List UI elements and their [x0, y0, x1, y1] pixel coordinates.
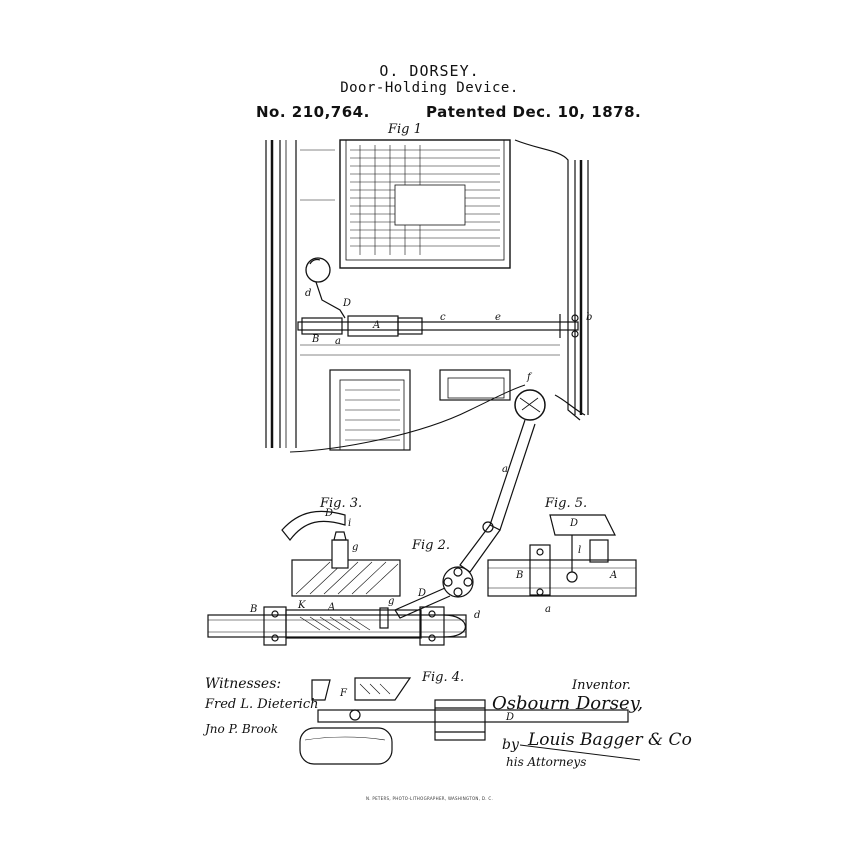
part-label-d2: d: [474, 610, 481, 621]
part-label-a: a: [335, 336, 341, 347]
part-label-A: A: [373, 320, 381, 331]
patent-date: Patented Dec. 10, 1878.: [426, 103, 642, 121]
fig1-label: Fig 1: [388, 122, 422, 137]
witness-2-signature: Jno P. Brook: [205, 722, 279, 736]
part-label-D: D: [343, 298, 352, 309]
attorney-signature: Louis Bagger & Co: [528, 730, 692, 750]
fig2-bolt-assembly: [207, 606, 467, 646]
part-label-b: b: [586, 312, 593, 323]
inventor-name-heading: O. DORSEY.: [379, 62, 480, 80]
part-label-D2: D: [418, 588, 427, 599]
part-label-B: B: [312, 334, 320, 345]
part-label-a3: a: [545, 604, 551, 615]
part-label-d: d: [305, 288, 312, 299]
witness-1-signature: Fred L. Dieterich: [205, 697, 319, 712]
part-label-B3: B: [516, 570, 524, 581]
witnesses-label: Witnesses:: [205, 676, 282, 692]
fig1-door-drawing: [265, 139, 589, 453]
part-label-l: l: [578, 545, 582, 556]
attorney-label: his Attorneys: [506, 755, 587, 769]
part-label-g2: g: [352, 542, 359, 553]
by-label: by: [502, 737, 519, 753]
patent-number: No. 210,764.: [256, 103, 370, 121]
part-label-f: f: [527, 372, 531, 383]
part-label-B2: B: [250, 604, 258, 615]
invention-title: Door-Holding Device.: [340, 80, 519, 96]
part-label-D3: D: [325, 508, 334, 519]
fig4-section: [299, 677, 629, 765]
part-label-i: i: [348, 518, 352, 529]
part-label-D4: D: [570, 518, 579, 529]
part-label-K: K: [298, 600, 306, 611]
part-label-e: e: [495, 312, 501, 323]
part-label-a2: a: [502, 464, 508, 475]
fig5-label: Fig. 5.: [545, 496, 588, 511]
inventor-signature: Osbourn Dorsey,: [492, 693, 644, 714]
part-label-c: c: [440, 312, 446, 323]
fig3-section: [281, 510, 401, 597]
fig4-label: Fig. 4.: [422, 670, 465, 685]
fig2-arm-linkage: [394, 389, 546, 619]
part-label-A3: A: [610, 570, 618, 581]
fig3-label: Fig. 3.: [320, 496, 363, 511]
part-label-g: g: [388, 596, 395, 607]
fig2-label: Fig 2.: [412, 538, 451, 553]
part-label-A2: A: [328, 602, 336, 613]
part-label-D5: D: [506, 712, 515, 723]
fig5-section: [487, 514, 637, 597]
part-label-F: F: [340, 688, 347, 699]
inventor-label: Inventor.: [572, 678, 631, 693]
engraver-credit: N. PETERS, PHOTO-LITHOGRAPHER, WASHINGTO…: [365, 796, 494, 801]
